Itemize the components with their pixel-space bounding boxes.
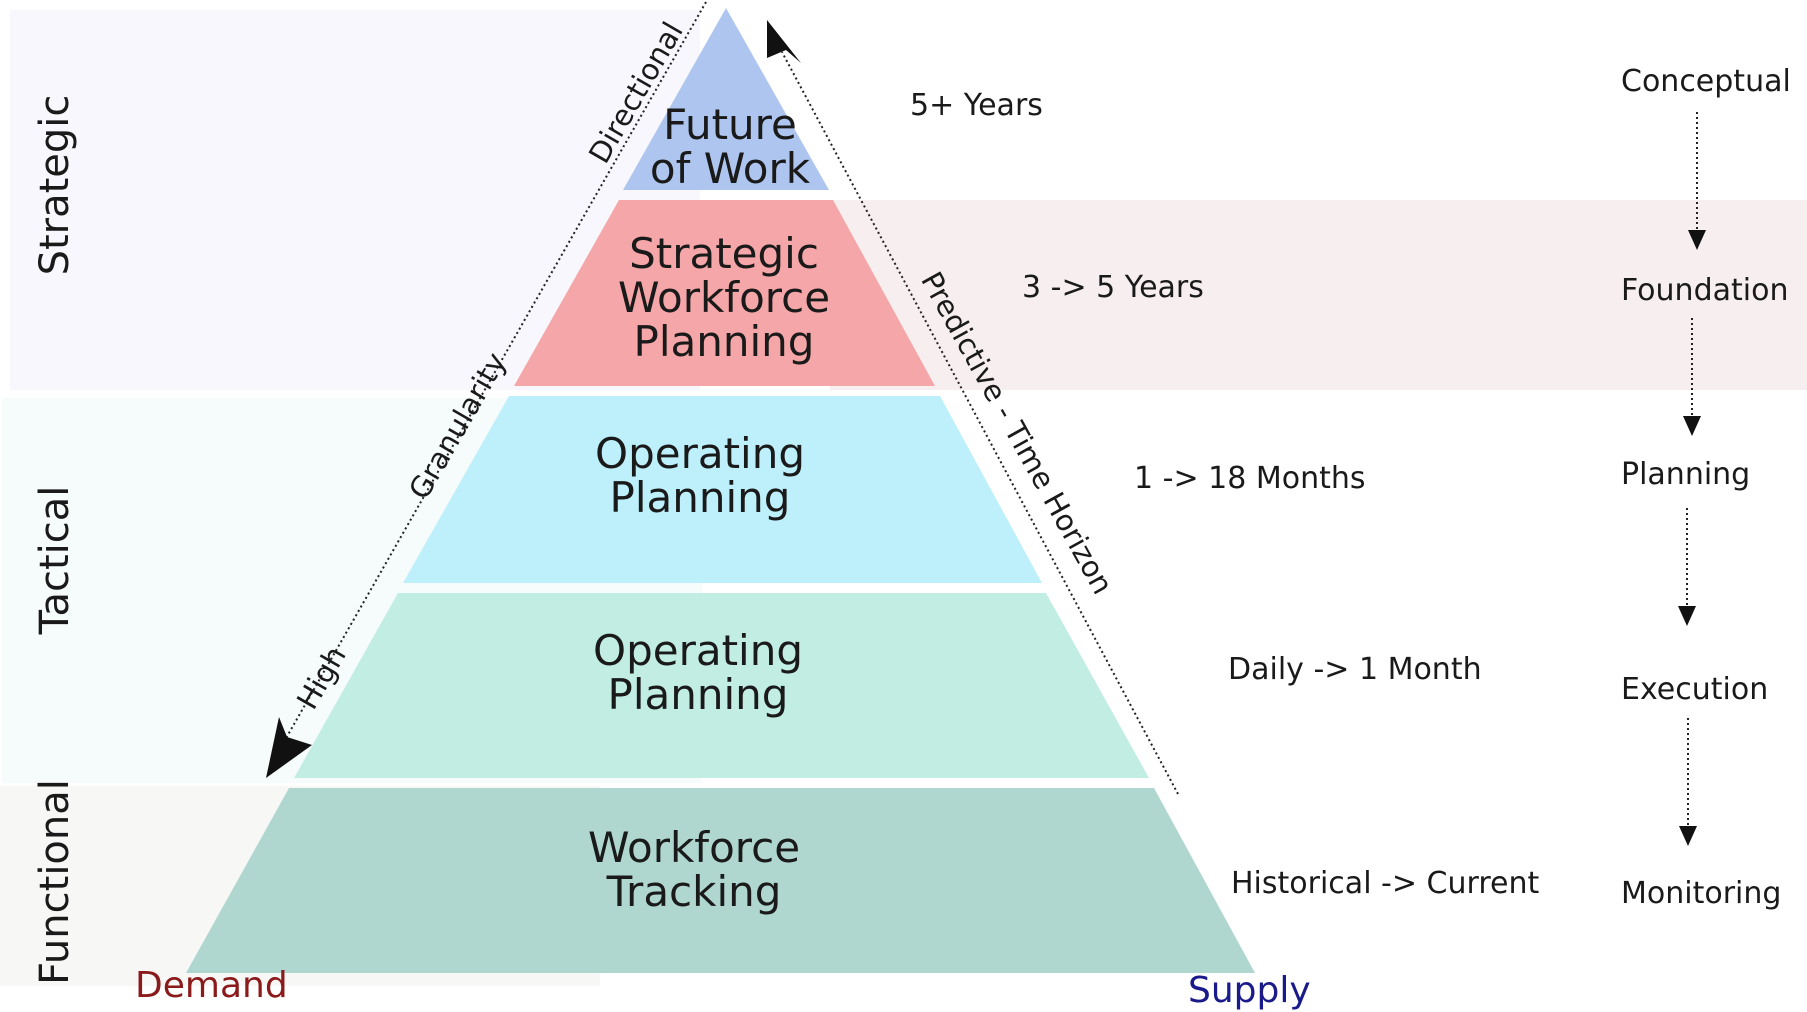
layer-future-of-work [623,8,829,190]
layer-label: Strategic Workforce Planning [617,229,831,366]
arrow-down-icon [1683,416,1701,436]
arrow-down-icon [1678,606,1696,626]
layer-workforce-tracking [186,788,1255,973]
strategic-band-right [830,200,1807,390]
layer-operating-planning-2 [294,593,1149,778]
phase-label: Monitoring [1621,876,1782,911]
time-horizon-axis-line [781,51,1179,795]
time-horizon-label: 3 -> 5 Years [1022,270,1204,305]
granularity-axis-line [284,1,707,741]
band-label-functional: Functional [32,779,78,985]
time-horizon-label: 1 -> 18 Months [1134,461,1366,496]
time-horizon-label: Historical -> Current [1231,866,1540,901]
layer-label: Future of Work [649,100,811,193]
arrow-head-icon [767,20,801,63]
layer-label: Workforce Tracking [587,823,801,916]
arrow-down-icon [1688,230,1706,250]
phase-label: Planning [1621,457,1751,492]
band-label-strategic: Strategic [32,94,78,276]
supply-label: Supply [1188,970,1311,1011]
arrow-down-icon [1679,826,1697,846]
layer-operating-planning-1 [403,396,1042,583]
layer-strategic-workforce-planning [514,200,935,386]
time-horizon-label: 5+ Years [910,88,1043,123]
demand-label: Demand [135,965,288,1006]
band-label-tactical: Tactical [32,485,78,635]
layer-label: Operating Planning [593,626,803,719]
time-horizon-label: Daily -> 1 Month [1228,652,1482,687]
phase-label: Conceptual [1621,64,1791,99]
phase-label: Foundation [1621,273,1789,308]
phase-label: Execution [1621,672,1769,707]
layer-label: Operating Planning [595,429,805,522]
arrow-head-icon [266,717,312,778]
